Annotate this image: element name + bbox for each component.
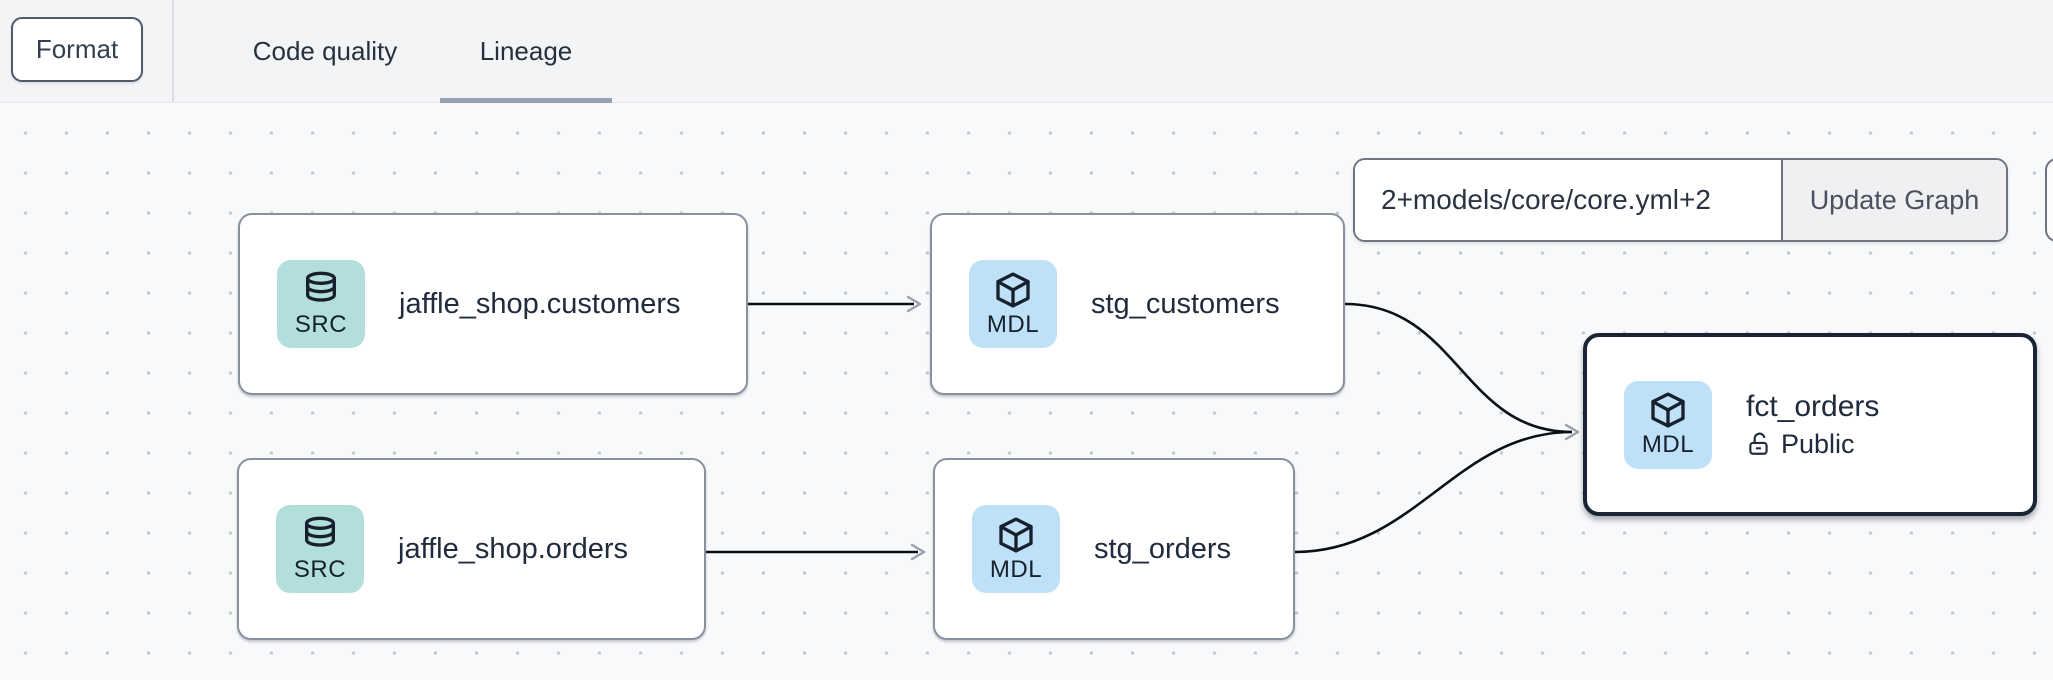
node-stg-orders[interactable]: MDL stg_orders <box>933 458 1295 640</box>
access-row: Public <box>1746 429 1879 460</box>
node-label: stg_orders <box>1094 532 1232 565</box>
clipped-edge-button[interactable] <box>2045 158 2053 242</box>
update-graph-button[interactable]: Update Graph <box>1781 160 2006 240</box>
editor-toolbar: Format Code quality Lineage <box>0 0 2053 103</box>
badge-label: MDL <box>1641 431 1695 458</box>
source-badge: SRC <box>277 260 365 348</box>
badge-label: SRC <box>294 310 348 338</box>
access-label: Public <box>1781 428 1855 459</box>
arrowhead-icon <box>910 543 926 561</box>
node-label: jaffle_shop.orders <box>398 532 629 565</box>
cube-icon <box>996 272 1030 307</box>
format-button[interactable]: Format <box>11 17 143 82</box>
source-badge: SRC <box>276 505 364 593</box>
unlock-icon <box>1749 432 1768 455</box>
node-stg-customers[interactable]: MDL stg_customers <box>930 213 1345 395</box>
node-label: jaffle_shop.customers <box>399 287 681 320</box>
model-badge: MDL <box>1624 380 1712 469</box>
arrowhead-icon <box>1564 423 1580 441</box>
model-badge: MDL <box>969 260 1057 348</box>
edge-stg-orders-to-fct-orders <box>1294 430 1573 554</box>
badge-label: MDL <box>989 555 1043 583</box>
node-label: stg_customers <box>1091 287 1280 320</box>
database-icon <box>305 516 335 547</box>
lineage-canvas[interactable]: SRC jaffle_shop.customers MDL stg_custom… <box>0 103 2053 680</box>
node-fct-orders[interactable]: MDL fct_orders Public <box>1583 333 2037 516</box>
selector-input[interactable] <box>1355 160 1781 240</box>
toolbar-divider <box>172 0 174 102</box>
cube-icon <box>999 517 1033 552</box>
model-badge: MDL <box>972 505 1060 593</box>
database-icon <box>306 271 336 302</box>
cube-icon <box>1651 392 1685 428</box>
arrowhead-icon <box>906 295 922 313</box>
node-jaffle-shop-customers[interactable]: SRC jaffle_shop.customers <box>238 213 748 395</box>
node-label: fct_orders <box>1746 389 1880 423</box>
edge-stg-customers-to-fct-orders <box>1344 302 1573 434</box>
tab-code-quality[interactable]: Code quality <box>252 36 398 66</box>
lineage-edges <box>706 295 1580 561</box>
badge-label: MDL <box>986 310 1040 338</box>
graph-selector-group: Update Graph <box>1353 158 2008 242</box>
badge-label: SRC <box>293 555 347 583</box>
node-jaffle-shop-orders[interactable]: SRC jaffle_shop.orders <box>237 458 706 640</box>
tab-lineage[interactable]: Lineage <box>440 0 612 103</box>
